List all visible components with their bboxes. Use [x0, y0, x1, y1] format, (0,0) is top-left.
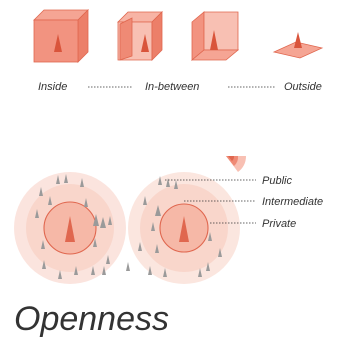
right-openness-cluster	[128, 172, 240, 284]
label-public: Public	[262, 175, 292, 187]
outside-plane-icon	[272, 32, 324, 59]
grey-trees	[35, 174, 222, 279]
label-outside: Outside	[284, 81, 322, 93]
in-between-cube-icon-1	[117, 11, 163, 61]
in-between-cube-icon-2	[190, 11, 240, 61]
page-title: Openness	[14, 300, 169, 338]
left-openness-cluster	[14, 172, 126, 284]
label-inside: Inside	[38, 81, 67, 93]
inside-cube-icon	[33, 9, 89, 63]
tree-icon	[65, 216, 75, 242]
label-in-between: In-between	[145, 81, 199, 93]
tree-icon	[179, 216, 189, 242]
quarter-circle-icon	[226, 156, 246, 172]
label-intermediate: Intermediate	[262, 196, 323, 208]
label-private: Private	[262, 218, 296, 230]
